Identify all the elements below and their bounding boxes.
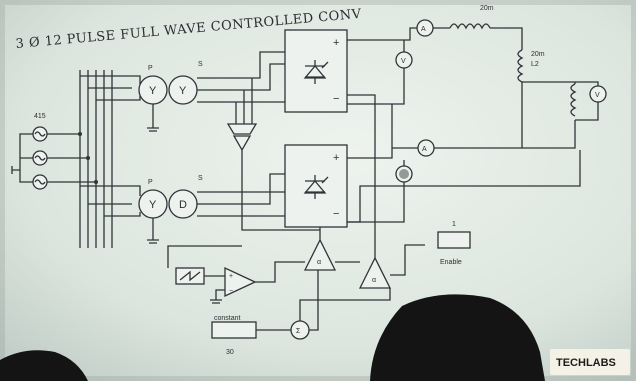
transformer-2-secondary-symbol: D [179, 199, 187, 211]
bridge-2-block [284, 144, 348, 228]
pulse-generator-1-symbol: α [317, 259, 321, 266]
transformer-2-secondary-label: S [198, 175, 203, 182]
ammeter-1-symbol: A [421, 26, 426, 33]
load-voltmeter: V [589, 85, 607, 103]
transformer-2-primary-label: P [148, 179, 153, 186]
load-voltmeter-symbol: V [595, 92, 600, 99]
constant-value: 30 [226, 349, 234, 356]
bridge-2-plus: + [333, 152, 339, 164]
inductor-2-label-bottom: L2 [531, 61, 539, 68]
voltmeter-1-symbol: V [401, 58, 406, 65]
enable-value: 1 [452, 221, 456, 228]
inductor-2-label-top: 20m [531, 51, 545, 58]
gain-minus: − [229, 288, 233, 295]
voltmeter-1: V [395, 51, 413, 69]
source-voltage-label: 415 [34, 113, 46, 120]
thyristor-bridge-2: + − [284, 144, 348, 228]
sync-block [226, 78, 258, 160]
inductor-2 [517, 49, 524, 83]
sum-symbol: Σ [296, 328, 301, 335]
transformer-1-primary-label: P [148, 65, 153, 72]
enable-box [437, 231, 471, 249]
transformer-1-secondary-symbol: Y [179, 85, 187, 97]
inductor-1 [449, 23, 491, 30]
ammeter-1: A [416, 19, 434, 37]
pulse-generator-2: α [358, 256, 392, 289]
transformer-1-secondary-label: S [198, 61, 203, 68]
filter-block [175, 267, 205, 285]
bridge-1-block [284, 29, 348, 113]
bridge-1-plus: + [333, 37, 339, 49]
transformer-1-primary-symbol: Y [149, 85, 157, 97]
pulse-generator-1: α [303, 238, 337, 271]
enable-block: 1 Enable [437, 221, 471, 266]
inductor-1-label: 20m [480, 5, 494, 12]
summing-junction: Σ [290, 320, 310, 340]
bridge-1-minus: − [333, 93, 339, 105]
load-inductor [570, 83, 577, 117]
pulse-generator-2-symbol: α [372, 277, 376, 284]
voltmeter-2 [395, 165, 413, 183]
logo-text: TECHLABS [556, 357, 616, 369]
enable-label: Enable [440, 259, 462, 266]
audience-head-left [0, 350, 88, 381]
ac-source: 415 [11, 113, 48, 190]
constant-label: constant [214, 315, 241, 322]
transformer-1: P S Y Y [138, 61, 203, 132]
gain-plus: + [229, 273, 233, 280]
ammeter-2: A [417, 139, 435, 157]
bridge-2-minus: − [333, 208, 339, 220]
audience-head-right [370, 294, 545, 381]
ammeter-2-symbol: A [422, 146, 427, 153]
constant-box [211, 321, 257, 339]
techlabs-logo: TECHLABS [550, 349, 630, 375]
gain-amplifier: + − [224, 266, 257, 298]
transformer-2: P S Y D [138, 175, 203, 244]
thyristor-bridge-1: + − [284, 29, 348, 113]
transformer-2-primary-symbol: Y [149, 199, 157, 211]
